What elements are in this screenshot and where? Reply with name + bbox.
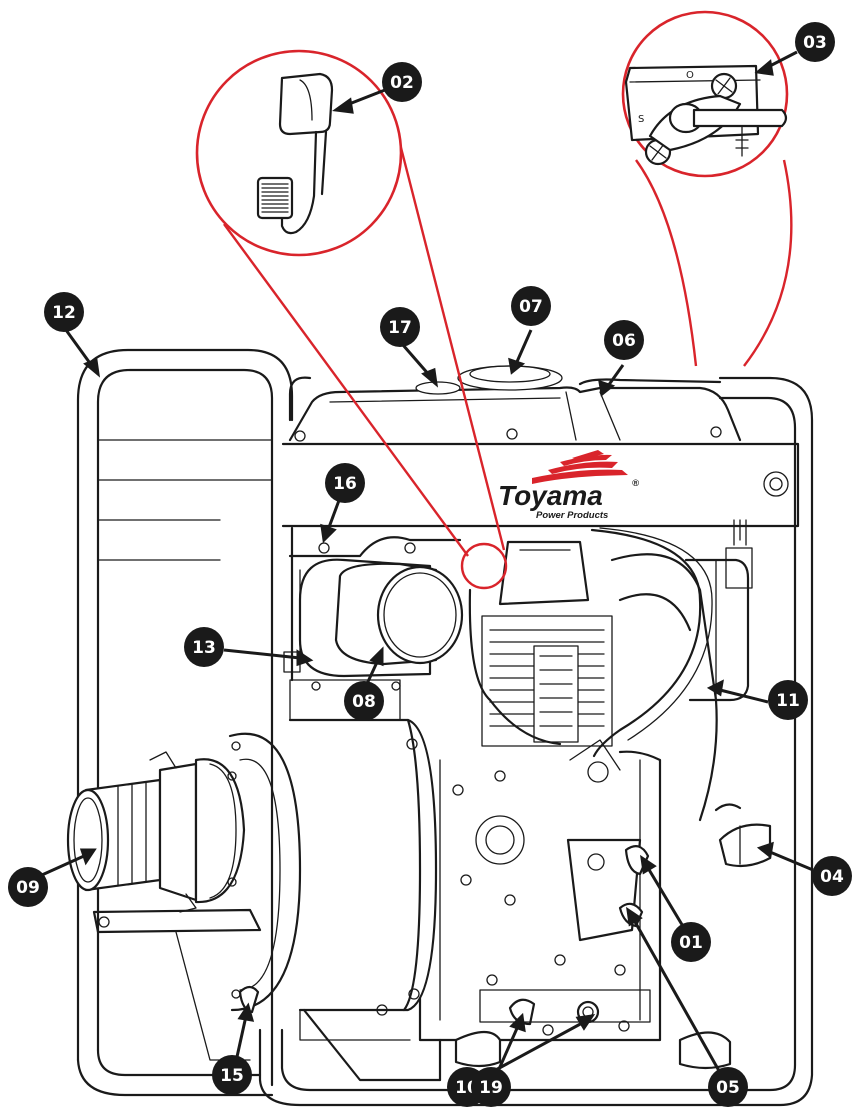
engine-block (288, 519, 753, 1042)
detail-circle-fuel-valve: O S (621, 10, 789, 178)
brand-swoosh (532, 450, 628, 484)
callout-label-17: 17 (388, 318, 412, 338)
detail-circle-choke (195, 49, 403, 257)
brand-logo: Toyama (498, 480, 603, 511)
fuel-tank (288, 365, 742, 442)
callout-label-03: 03 (803, 33, 827, 53)
callout-badge-07: 07 (511, 286, 551, 326)
callout-label-08: 08 (352, 692, 376, 712)
callout-label-11: 11 (776, 691, 800, 711)
callout-badge-15: 15 (212, 1055, 252, 1095)
callout-badge-08: 08 (344, 681, 384, 721)
discharge-outlet (66, 751, 246, 913)
callout-label-05: 05 (716, 1078, 740, 1098)
callout-badge-02: 02 (382, 62, 422, 102)
callout-badge-03: 03 (795, 22, 835, 62)
callout-label-07: 07 (519, 297, 543, 317)
callout-badge-19: 19 (471, 1067, 511, 1107)
callout-badge-12: 12 (44, 292, 84, 332)
valve-open-mark: O (686, 70, 694, 81)
callout-label-16: 16 (333, 474, 357, 494)
pump-volute (228, 718, 438, 1041)
callout-badge-13: 13 (184, 627, 224, 667)
base-rails (92, 908, 732, 1082)
callout-label-04: 04 (820, 867, 844, 887)
choke-lever-highlight (460, 542, 508, 590)
callout-badge-17: 17 (380, 307, 420, 347)
callout-badge-05: 05 (708, 1067, 748, 1107)
callout-badge-06: 06 (604, 320, 644, 360)
callout-label-19: 19 (479, 1078, 503, 1098)
callout-badge-16: 16 (325, 463, 365, 503)
callout-badge-09: 09 (8, 867, 48, 907)
callout-badge-04: 04 (812, 856, 852, 896)
brand-plate: Toyama Power Products ® (281, 442, 800, 528)
roll-frame (76, 348, 814, 1107)
callout-badge-11: 11 (768, 680, 808, 720)
brand-registered-mark: ® (632, 478, 639, 489)
callout-label-01: 01 (679, 933, 703, 953)
callout-leaders (32, 50, 814, 1087)
brand-tagline: Power Products (536, 510, 608, 521)
cylinder-fins (481, 615, 613, 747)
callout-label-15: 15 (220, 1066, 244, 1086)
callout-label-06: 06 (612, 331, 636, 351)
callout-label-02: 02 (390, 73, 414, 93)
recoil-handle (714, 803, 772, 868)
air-cleaner (283, 542, 464, 721)
valve-shut-mark: S (638, 114, 644, 125)
callout-label-12: 12 (52, 303, 76, 323)
callout-label-09: 09 (16, 878, 40, 898)
callout-badge-01: 01 (671, 922, 711, 962)
detail-leader-lines (223, 135, 793, 590)
callout-label-13: 13 (192, 638, 216, 658)
